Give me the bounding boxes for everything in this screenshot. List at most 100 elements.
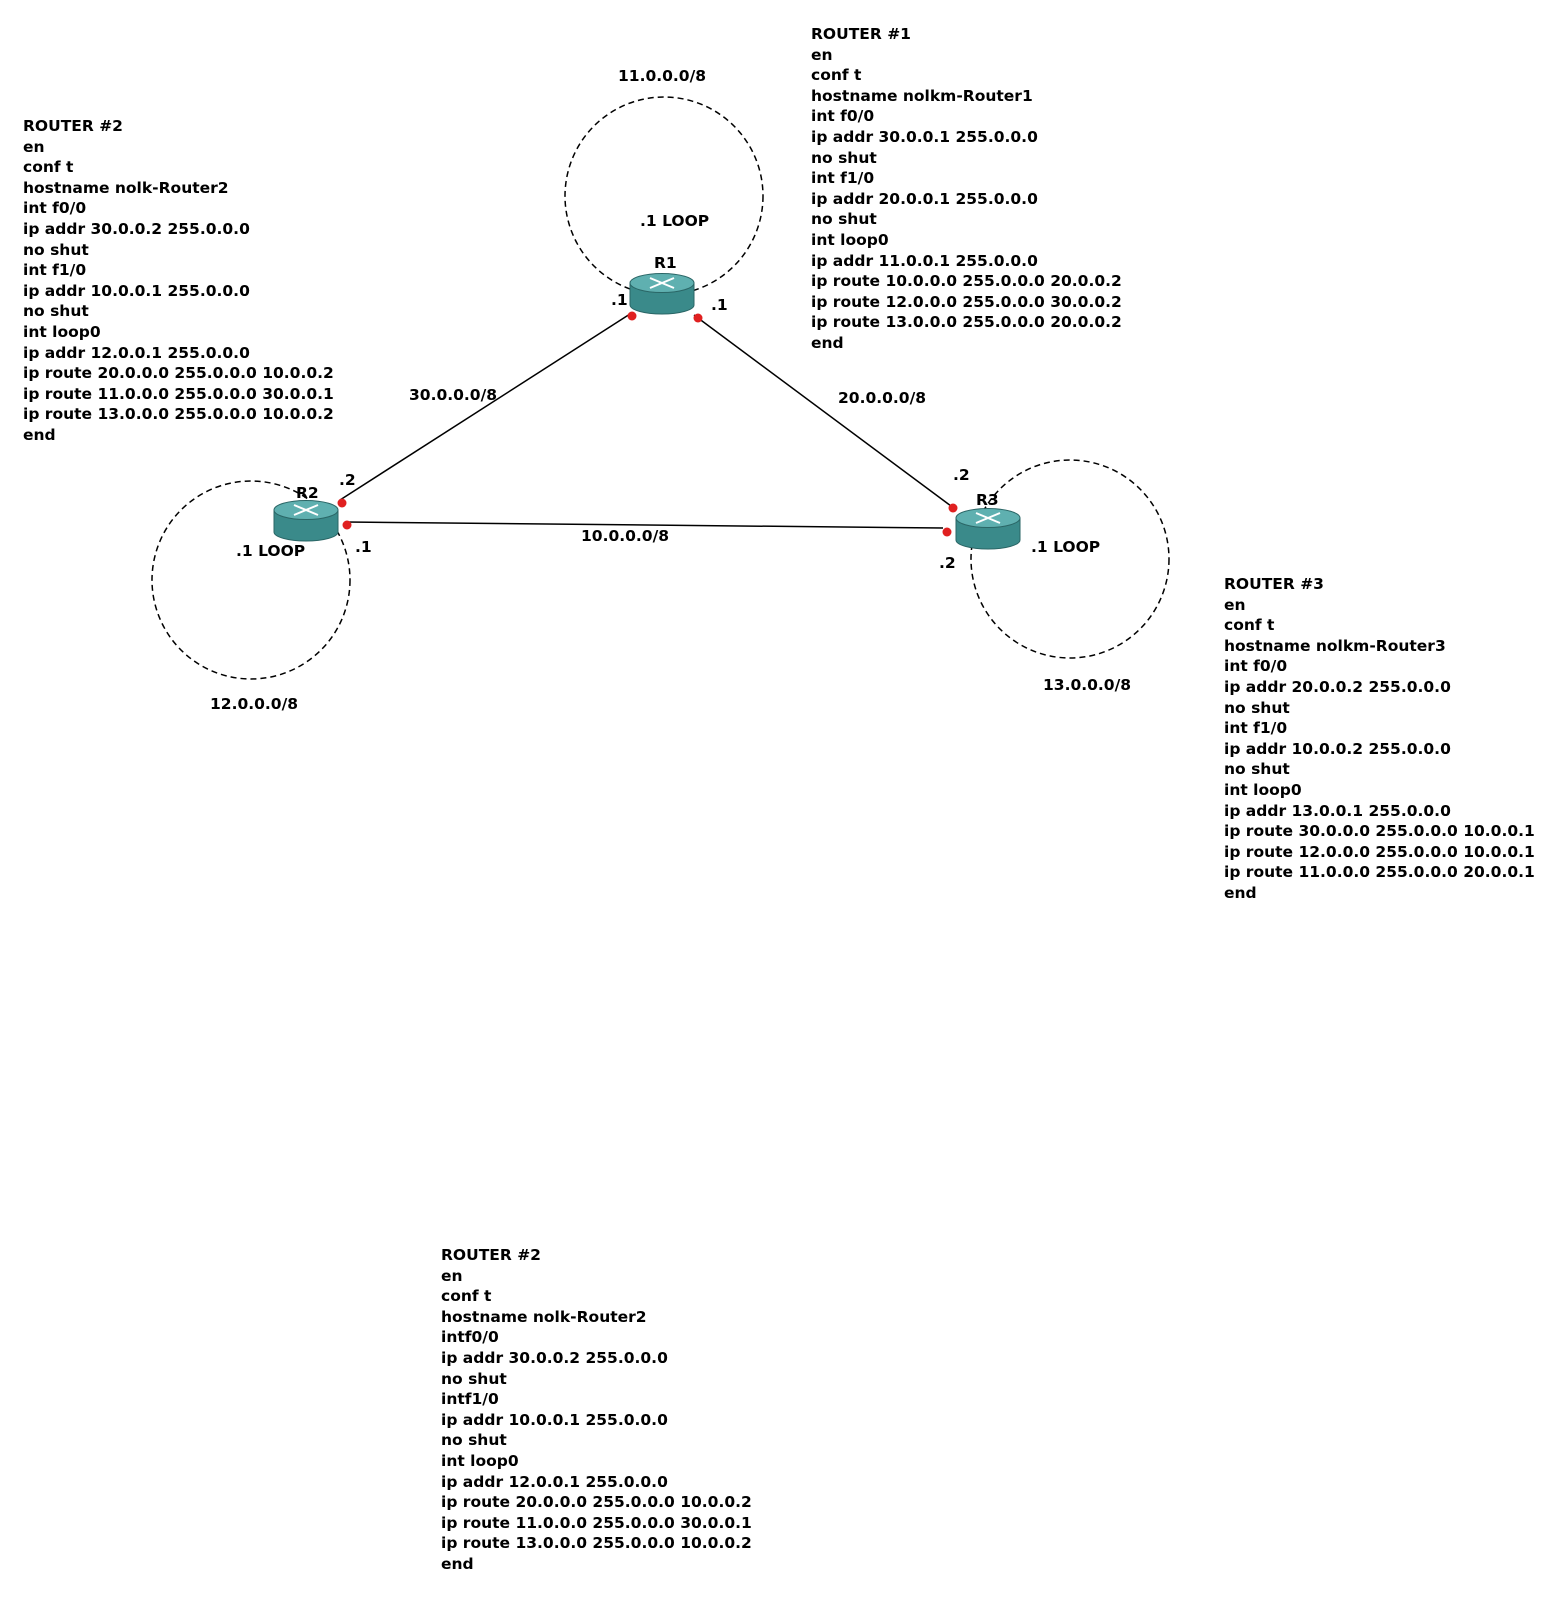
config-title: ROUTER #2 [441, 1246, 541, 1264]
config-line: ip addr 20.0.0.2 255.0.0.0 [1224, 677, 1451, 696]
config-line: conf t [811, 66, 862, 85]
loopback-circle-r2 [151, 480, 351, 680]
config-line: ip route 13.0.0.0 255.0.0.0 20.0.0.2 [811, 313, 1122, 332]
config-line: ip route 11.0.0.0 255.0.0.0 20.0.0.1 [1224, 863, 1535, 882]
config-line: no shut [1224, 698, 1290, 717]
config-line: no shut [1224, 760, 1290, 779]
router-name-r3: R3 [976, 491, 999, 509]
config-line: ip addr 30.0.0.1 255.0.0.0 [811, 127, 1038, 146]
network-label-loop-r1: 11.0.0.0/8 [618, 67, 707, 85]
config-line: int f1/0 [23, 261, 87, 280]
port-dot-r2-right [342, 520, 352, 530]
port-dot-r2-top [337, 498, 347, 508]
config-line: ip route 12.0.0.0 255.0.0.0 10.0.0.1 [1224, 842, 1535, 861]
config-line: ip addr 12.0.0.1 255.0.0.0 [441, 1472, 668, 1491]
config-line: hostname nolkm-Router3 [1224, 636, 1446, 655]
config-line: ip route 12.0.0.0 255.0.0.0 30.0.0.2 [811, 292, 1122, 311]
link-r1-r3 [693, 314, 952, 507]
config-line: ip route 13.0.0.0 255.0.0.0 10.0.0.2 [441, 1534, 752, 1553]
config-line: no shut [811, 210, 877, 229]
config-line: ip addr 10.0.0.1 255.0.0.0 [23, 281, 250, 300]
interface-label-r1-right: .1 [711, 296, 728, 314]
config-title: ROUTER #2 [23, 117, 123, 135]
config-line: ip route 10.0.0.0 255.0.0.0 20.0.0.2 [811, 272, 1122, 291]
config-line: ip addr 12.0.0.1 255.0.0.0 [23, 343, 250, 362]
config-line: ip addr 10.0.0.2 255.0.0.0 [1224, 739, 1451, 758]
port-dot-r3-left [942, 527, 952, 537]
config-line: ip addr 30.0.0.2 255.0.0.0 [23, 219, 250, 238]
config-line: hostname nolk-Router2 [23, 178, 229, 197]
port-dot-r1-right [693, 313, 703, 323]
config-line: no shut [23, 302, 89, 321]
router-r2[interactable] [273, 500, 339, 542]
config-line: int f0/0 [811, 107, 875, 126]
config-title: ROUTER #1 [811, 25, 911, 43]
config-line: en [1224, 595, 1246, 614]
router-name-r2: R2 [296, 484, 319, 502]
loopback-circle-r3 [970, 459, 1170, 659]
loop-label-r2: .1 LOOP [236, 542, 306, 560]
link-r1-r2 [339, 313, 631, 501]
config-line: conf t [1224, 616, 1275, 635]
config-line: ip route 20.0.0.0 255.0.0.0 10.0.0.2 [441, 1493, 752, 1512]
config-line: ip route 13.0.0.0 255.0.0.0 10.0.0.2 [23, 405, 334, 424]
config-line: no shut [23, 240, 89, 259]
config-line: no shut [811, 148, 877, 167]
router-r3[interactable] [955, 508, 1021, 550]
router-icon [975, 512, 1001, 524]
config-line: ip addr 20.0.0.1 255.0.0.0 [811, 189, 1038, 208]
config-line: en [811, 45, 833, 64]
network-label-loop-r2: 12.0.0.0/8 [210, 695, 299, 713]
config-line: ip addr 30.0.0.2 255.0.0.0 [441, 1348, 668, 1367]
loop-label-r1: .1 LOOP [640, 212, 710, 230]
interface-label-r3-top: .2 [953, 466, 970, 484]
config-line: ip route 30.0.0.0 255.0.0.0 10.0.0.1 [1224, 822, 1535, 841]
config-line: no shut [441, 1369, 507, 1388]
config-line: int loop0 [1224, 780, 1302, 799]
config-line: ip addr 13.0.0.1 255.0.0.0 [1224, 801, 1451, 820]
loop-label-r3: .1 LOOP [1031, 538, 1101, 556]
config-line: int f1/0 [1224, 719, 1288, 738]
config-line: end [1224, 883, 1257, 902]
config-line: ip addr 11.0.0.1 255.0.0.0 [811, 251, 1038, 270]
config-line: ip route 11.0.0.0 255.0.0.0 30.0.0.1 [23, 384, 334, 403]
config-line: conf t [441, 1287, 492, 1306]
interface-label-r3-bottom: .2 [939, 554, 956, 572]
config-line: int f0/0 [23, 199, 87, 218]
interface-label-r2-top: .2 [339, 471, 356, 489]
config-line: en [23, 137, 45, 156]
config-title: ROUTER #3 [1224, 575, 1324, 593]
config-line: intf0/0 [441, 1328, 499, 1347]
config-line: intf1/0 [441, 1390, 499, 1409]
config-line: hostname nolk-Router2 [441, 1307, 647, 1326]
config-line: ip addr 10.0.0.1 255.0.0.0 [441, 1410, 668, 1429]
router-icon [649, 277, 675, 289]
config-line: ip route 20.0.0.0 255.0.0.0 10.0.0.2 [23, 364, 334, 383]
config-line: en [441, 1266, 463, 1285]
network-label-r2-r3: 10.0.0.0/8 [581, 527, 670, 545]
port-dot-r3-top [948, 503, 958, 513]
config-line: int loop0 [811, 230, 889, 249]
config-line: int loop0 [441, 1451, 519, 1470]
port-dot-r1-left [627, 311, 637, 321]
network-label-loop-r3: 13.0.0.0/8 [1043, 676, 1132, 694]
config-line: conf t [23, 158, 74, 177]
router-icon [293, 504, 319, 516]
link-r2-r3 [345, 521, 944, 529]
config-line: int loop0 [23, 322, 101, 341]
router-r1[interactable] [629, 273, 695, 315]
config-line: end [441, 1554, 474, 1573]
interface-label-r2-right: .1 [355, 538, 372, 556]
router-name-r1: R1 [654, 254, 677, 272]
config-line: end [23, 425, 56, 444]
config-line: hostname nolkm-Router1 [811, 86, 1033, 105]
config-line: int f1/0 [811, 169, 875, 188]
network-label-r1-r2: 30.0.0.0/8 [409, 386, 498, 404]
config-line: int f0/0 [1224, 657, 1288, 676]
network-label-r1-r3: 20.0.0.0/8 [838, 389, 927, 407]
